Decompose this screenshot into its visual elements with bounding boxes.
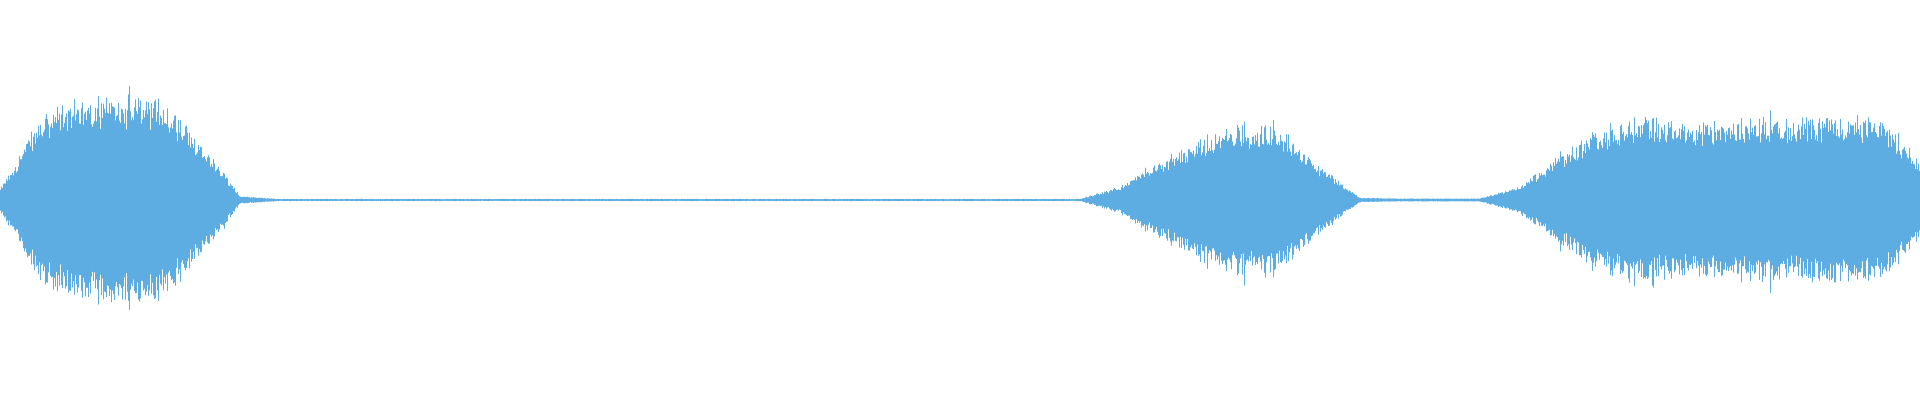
waveform-samples [0, 86, 1920, 310]
